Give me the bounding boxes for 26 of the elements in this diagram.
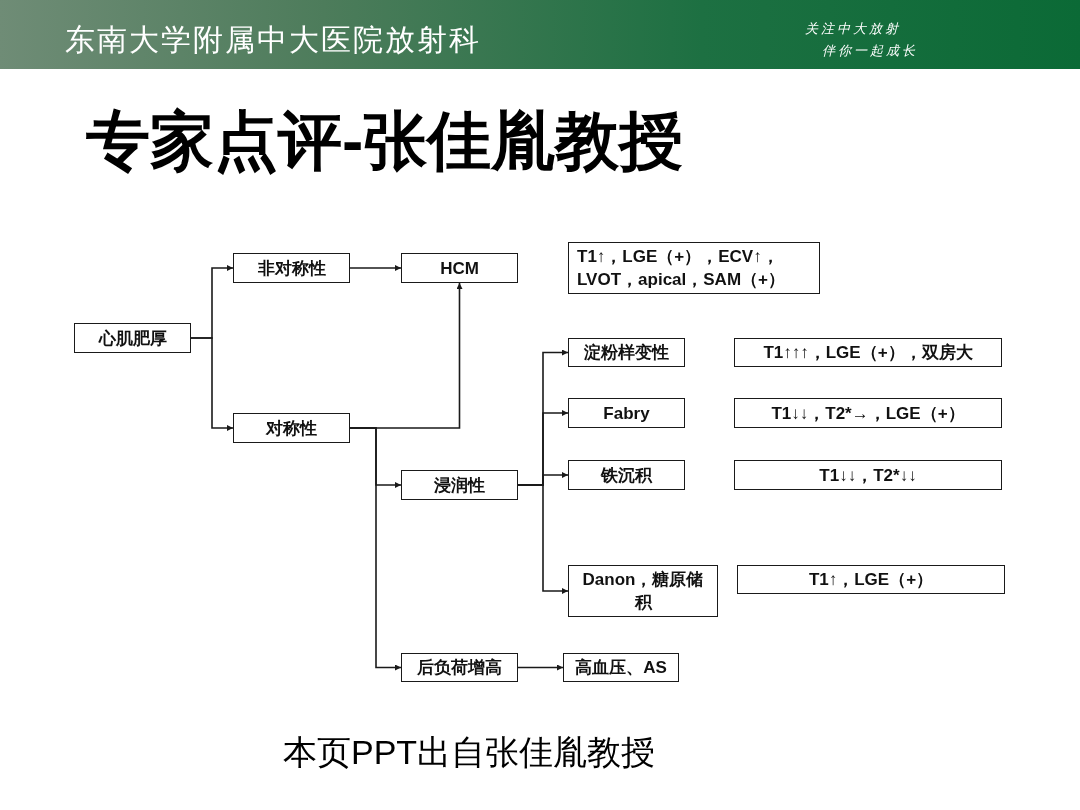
slide-title: 专家点评-张佳胤教授 — [86, 106, 684, 176]
note-box: T1↑，LGE（+），ECV↑，LVOT，apical，SAM（+） — [568, 242, 820, 294]
process-box: Fabry — [568, 398, 685, 428]
process-box: 浸润性 — [401, 470, 518, 500]
process-box: 非对称性 — [233, 253, 350, 283]
arrow — [349, 427, 402, 671]
note-box: T1↑↑↑，LGE（+），双房大 — [734, 338, 1002, 367]
process-box: 心肌肥厚 — [74, 323, 191, 353]
process-box: 铁沉积 — [568, 460, 685, 490]
arrow — [349, 265, 402, 271]
note-box: T1↓↓，T2*→，LGE（+） — [734, 398, 1002, 428]
process-box: 后负荷增高 — [401, 653, 518, 682]
process-box: HCM — [401, 253, 518, 283]
note-box: T1↑，LGE（+） — [737, 565, 1005, 594]
process-box: Danon，糖原储积 — [568, 565, 718, 617]
process-box: 高血压、AS — [563, 653, 679, 682]
note-box: T1↓↓，T2*↓↓ — [734, 460, 1002, 490]
arrow — [517, 664, 564, 671]
slogan-text: 关注中大放射 — [805, 20, 901, 37]
process-box: 淀粉样变性 — [568, 338, 685, 367]
slogan-text: 伴你一起成长 — [822, 42, 918, 59]
arrow — [517, 484, 569, 594]
caption: 本页PPT出自张佳胤教授 — [283, 732, 656, 773]
process-box: 对称性 — [233, 413, 350, 443]
banner-heading: 东南大学附属中大医院放射科 — [65, 23, 481, 57]
arrow — [190, 337, 234, 431]
